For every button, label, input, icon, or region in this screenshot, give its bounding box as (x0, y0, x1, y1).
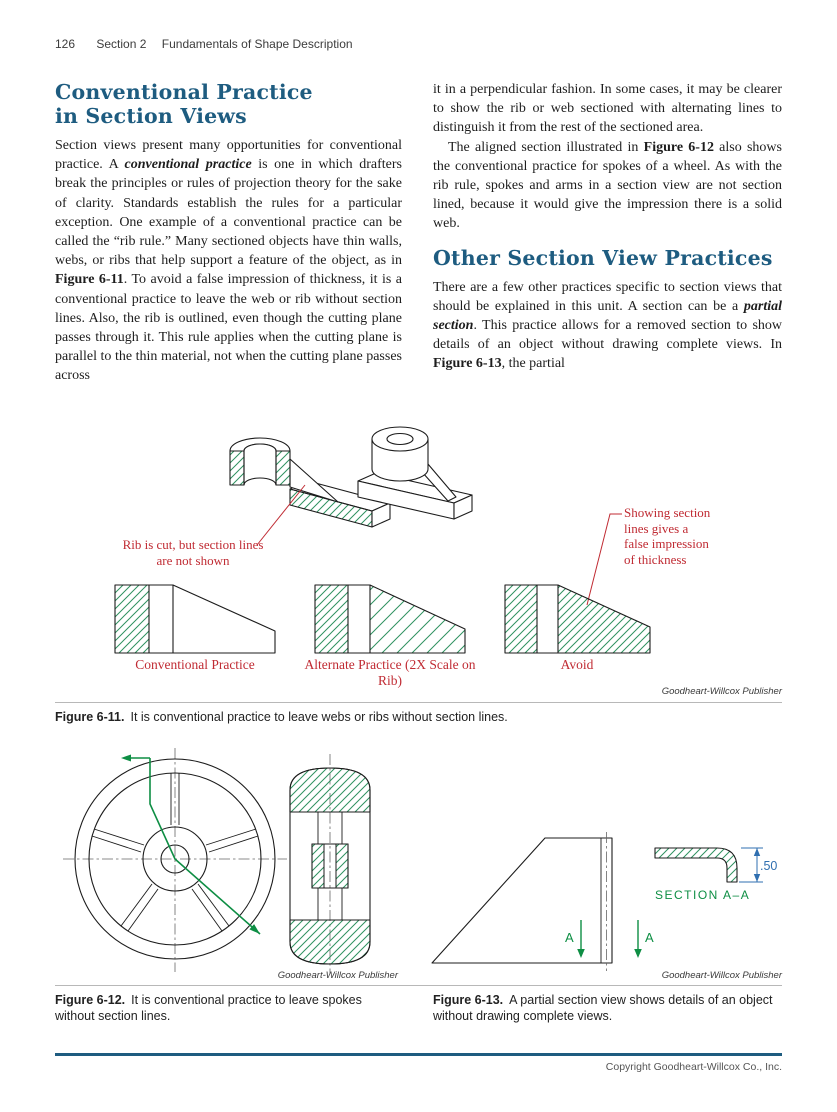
isometric-sectioned-object (229, 437, 391, 528)
term-conventional-practice: conventional practice (124, 157, 252, 173)
figure-6-12-drawing (63, 748, 371, 974)
cutting-plane-label-a-left: A (565, 930, 574, 945)
figure-6-11-caption-label: Figure 6-11. (55, 710, 125, 724)
label-alternate-practice: Alternate Practice (2X Scale on Rib) (304, 657, 476, 688)
figure-6-11-caption-text: It is conventional practice to leave web… (130, 710, 508, 724)
text-run: There are a few other practices specific… (433, 279, 782, 314)
dimension-lines (739, 847, 763, 883)
caption-rule (55, 702, 782, 703)
figure-6-11-caption: Figure 6-11. It is conventional practice … (55, 709, 782, 725)
section-view-alternate (314, 584, 466, 654)
figure-6-12-caption: Figure 6-12.It is conventional practice … (55, 992, 402, 1024)
figure-6-13-drawing (431, 832, 763, 971)
figure-6-12-caption-label: Figure 6-12. (55, 993, 126, 1007)
figure-6-13-caption: Figure 6-13.A partial section view shows… (433, 992, 782, 1024)
text-run: , the partial (501, 356, 565, 372)
paragraph-aligned-section: The aligned section illustrated in Figur… (433, 138, 782, 234)
figure-6-13-caption-label: Figure 6-13. (433, 993, 504, 1007)
figure-6-12-caption-text: It is conventional practice to leave spo… (55, 993, 362, 1023)
copyright-notice: Copyright Goodheart-Willcox Co., Inc. (605, 1061, 782, 1073)
partial-plate-view (431, 832, 613, 971)
paragraph-conventional-practice: Section views present many opportunities… (55, 136, 402, 386)
figure-6-13-caption-text: A partial section view shows details of … (433, 993, 773, 1023)
text-run: also shows the conventional practice for… (433, 139, 782, 232)
section-a-a-label: SECTION A–A (655, 888, 751, 902)
figure-reference: Figure 6-12 (643, 139, 714, 155)
label-avoid: Avoid (560, 657, 594, 672)
term-partial-section: partial section (433, 298, 782, 334)
cutting-plane-line (121, 754, 261, 935)
footer-rule (55, 1053, 782, 1056)
figure-6-13-credit: Goodheart-Willcox Publisher (661, 970, 782, 981)
figure-6-11-credit: Goodheart-Willcox Publisher (661, 686, 782, 697)
cutting-plane-label-a-right: A (645, 930, 654, 945)
showing-annotation: Showing section lines gives a false impr… (624, 505, 711, 567)
running-head: 126 Section 2 Fundamentals of Shape Desc… (55, 37, 353, 51)
text-run: is one in which drafters break the princ… (55, 157, 402, 269)
cutting-plane-arrows (577, 920, 642, 958)
left-column: Conventional Practice in Section Views S… (55, 80, 402, 386)
paragraph-partial-section: There are a few other practices specific… (433, 278, 782, 374)
section-view-avoid (504, 584, 651, 654)
heading-other-practices: Other Section View Practices (433, 245, 773, 270)
heading-conventional-practice: Conventional Practice in Section Views (55, 80, 402, 128)
label-conventional-practice: Conventional Practice (135, 657, 255, 672)
heading-line-1: Conventional Practice (55, 80, 313, 104)
figure-reference: Figure 6-13 (433, 356, 502, 372)
rib-annotation-leader (256, 484, 306, 546)
book-title: Fundamentals of Shape Description (161, 37, 353, 51)
removed-section-view (654, 847, 738, 883)
figure-6-12-credit: Goodheart-Willcox Publisher (277, 970, 398, 981)
figure-6-11-drawing (114, 426, 651, 654)
rib-annotation: Rib is cut, but section lines are not sh… (122, 537, 264, 568)
text-run: The aligned section illustrated in (448, 139, 644, 155)
wheel-side-section-view (289, 754, 371, 974)
figure-reference: Figure 6-11 (55, 272, 124, 288)
section-view-conventional (114, 584, 276, 654)
page-number: 126 (55, 37, 76, 51)
caption-rule (55, 985, 782, 986)
text-run: . To avoid a false impression of thickne… (55, 272, 403, 384)
text-run: . This practice allows for a removed sec… (433, 318, 782, 353)
heading-line-2: in Section Views (55, 104, 247, 128)
paragraph-continuation: it in a perpendicular fashion. In some c… (433, 82, 782, 136)
section-label: Section 2 (96, 37, 147, 51)
showing-annotation-leader (586, 513, 622, 606)
dimension-value: .50 (760, 859, 778, 873)
isometric-full-object (357, 426, 473, 520)
text-run: Section views present many opportunities… (55, 138, 402, 173)
right-column: it in a perpendicular fashion. In some c… (433, 80, 782, 374)
